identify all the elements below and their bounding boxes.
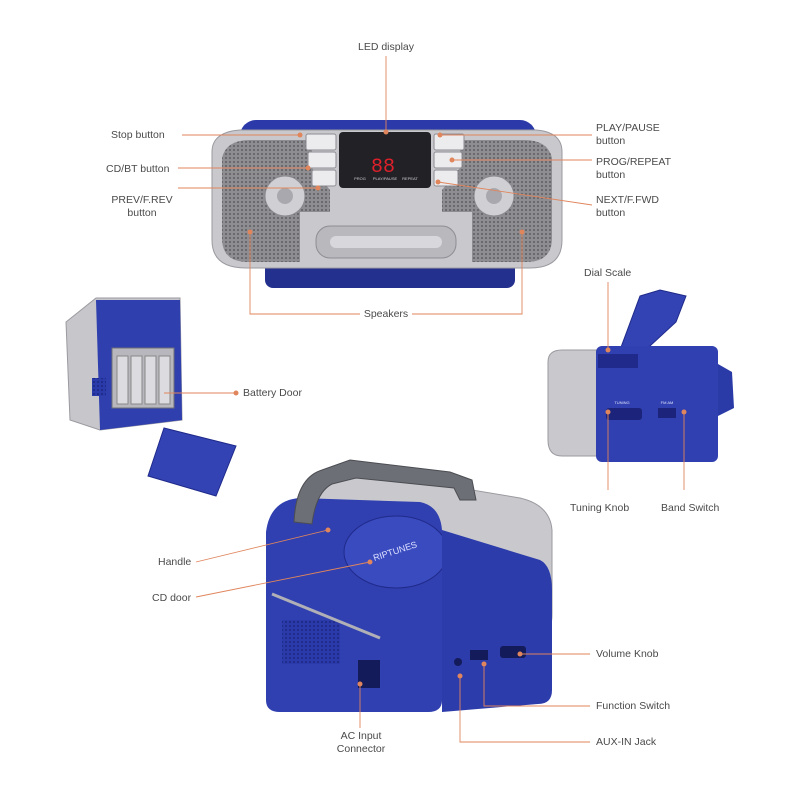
battery-view bbox=[65, 297, 237, 497]
label-ac-line1: AC Input bbox=[340, 730, 382, 742]
display-center-caption: PLAY/PAUSE bbox=[373, 176, 398, 181]
callout-lines bbox=[164, 56, 685, 743]
label-speakers: Speakers bbox=[363, 308, 409, 320]
battery-door-cover bbox=[147, 427, 237, 497]
label-prog-button: PROG/REPEAT button bbox=[596, 156, 671, 182]
front-view-boombox bbox=[211, 120, 563, 288]
label-cd-door: CD door bbox=[152, 592, 192, 604]
prev-key bbox=[311, 169, 337, 187]
play-key bbox=[433, 133, 465, 151]
label-ac-line2: Connector bbox=[336, 743, 386, 755]
antenna bbox=[271, 592, 381, 640]
label-prog-line1: PROG/REPEAT bbox=[596, 156, 672, 168]
display-left-caption: PROG bbox=[354, 176, 366, 181]
label-aux-in: AUX-IN Jack bbox=[596, 736, 657, 748]
display-right-caption: REPEAT bbox=[402, 176, 418, 181]
label-led-display: LED display bbox=[357, 41, 415, 53]
function-switch-slot bbox=[470, 650, 488, 660]
label-volume-knob: Volume Knob bbox=[596, 648, 659, 660]
label-handle: Handle bbox=[158, 556, 192, 568]
label-battery-door: Battery Door bbox=[243, 387, 302, 399]
label-tuning-knob: Tuning Knob bbox=[570, 502, 630, 514]
callout-dots bbox=[233, 129, 687, 687]
handle-arch bbox=[293, 459, 477, 525]
led-display-window bbox=[339, 132, 431, 188]
side-body bbox=[596, 346, 718, 462]
label-function-switch: Function Switch bbox=[596, 700, 671, 712]
label-cdbt-button: CD/BT button bbox=[106, 163, 170, 175]
tuning-mark: TUNING bbox=[614, 400, 629, 405]
stop-key bbox=[305, 133, 337, 151]
label-prev-button: PREV/F.REV button bbox=[110, 194, 174, 220]
label-dial-scale: Dial Scale bbox=[584, 267, 632, 279]
label-next-line2: button bbox=[596, 207, 626, 219]
label-prog-line2: button bbox=[596, 169, 626, 181]
label-next-button: NEXT/F.FWD button bbox=[596, 194, 659, 220]
label-band-switch: Band Switch bbox=[661, 502, 720, 514]
tuning-knob-slot bbox=[606, 408, 642, 420]
label-play-button: PLAY/PAUSE button bbox=[596, 122, 660, 148]
label-prev-line2: button bbox=[127, 207, 157, 219]
ac-socket bbox=[358, 660, 380, 688]
back-right-panel bbox=[442, 530, 552, 712]
label-next-line1: NEXT/F.FWD bbox=[596, 194, 659, 206]
band-mark: FM AM bbox=[661, 400, 674, 405]
aux-jack-hole bbox=[454, 658, 462, 666]
side-view bbox=[547, 289, 734, 462]
band-switch-slot bbox=[658, 408, 676, 418]
label-prev-line1: PREV/F.REV bbox=[111, 194, 173, 206]
label-play-line1: PLAY/PAUSE bbox=[596, 122, 660, 134]
label-stop-button: Stop button bbox=[111, 129, 165, 141]
display-digits: 88 bbox=[371, 156, 395, 179]
label-play-line2: button bbox=[596, 135, 626, 147]
back-view bbox=[266, 459, 553, 712]
label-ac-input: AC Input Connector bbox=[326, 730, 396, 756]
cdbt-key bbox=[307, 151, 337, 169]
volume-knob-slot bbox=[500, 646, 526, 658]
